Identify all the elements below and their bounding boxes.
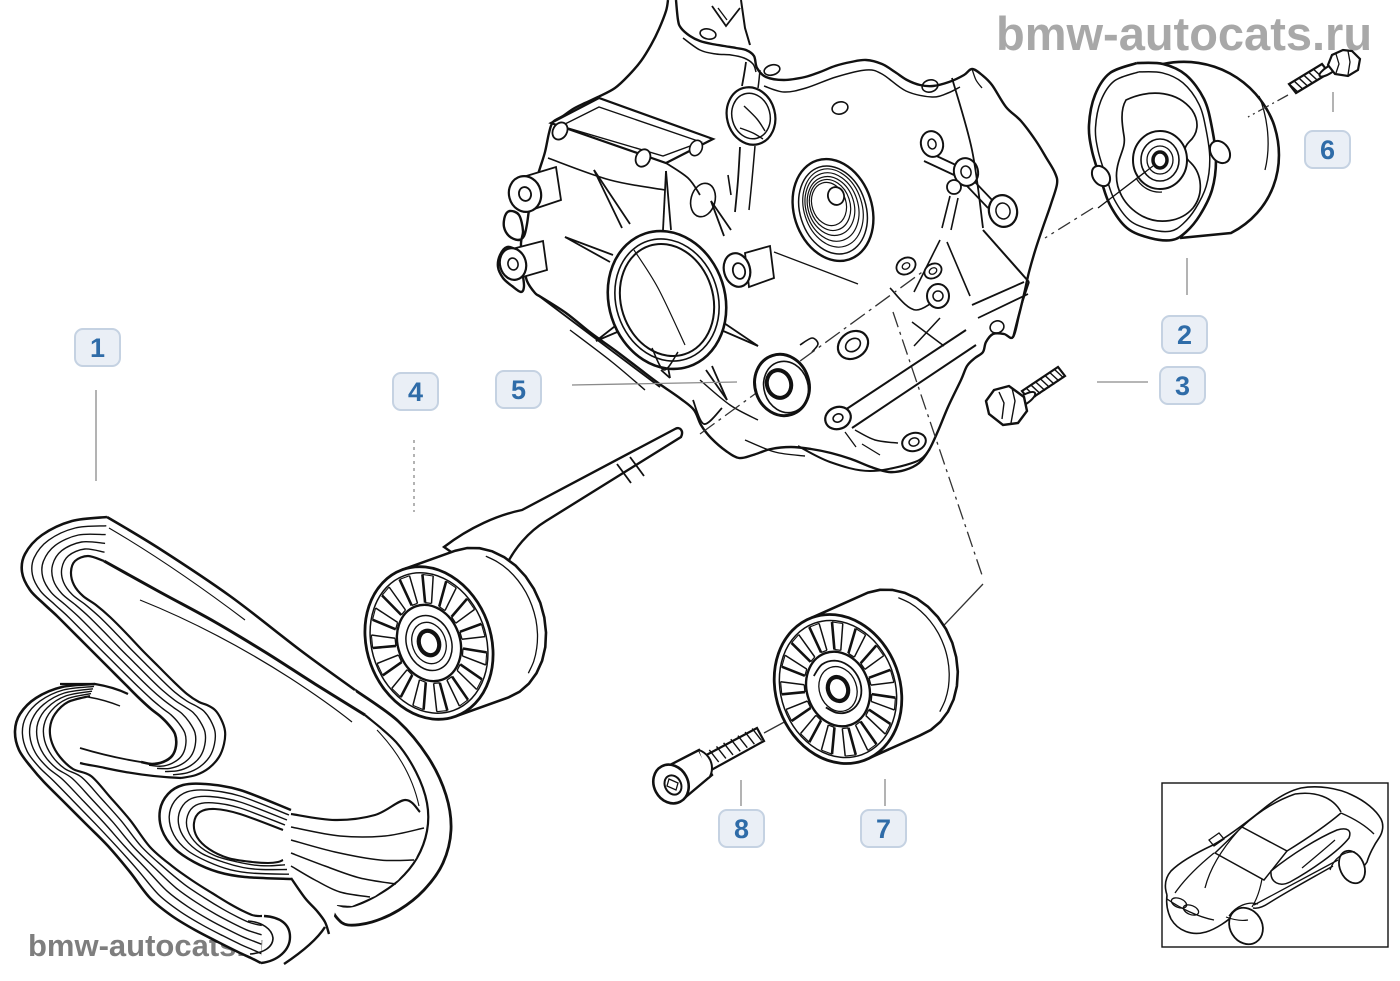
svg-text:3: 3: [1175, 371, 1190, 401]
svg-text:6: 6: [1320, 135, 1335, 165]
svg-text:2: 2: [1177, 320, 1192, 350]
svg-text:bmw-autocats.ru: bmw-autocats.ru: [996, 7, 1372, 60]
svg-text:1: 1: [90, 333, 105, 363]
svg-text:5: 5: [511, 375, 526, 405]
svg-text:4: 4: [408, 377, 423, 407]
svg-text:8: 8: [734, 814, 749, 844]
svg-text:7: 7: [876, 814, 891, 844]
